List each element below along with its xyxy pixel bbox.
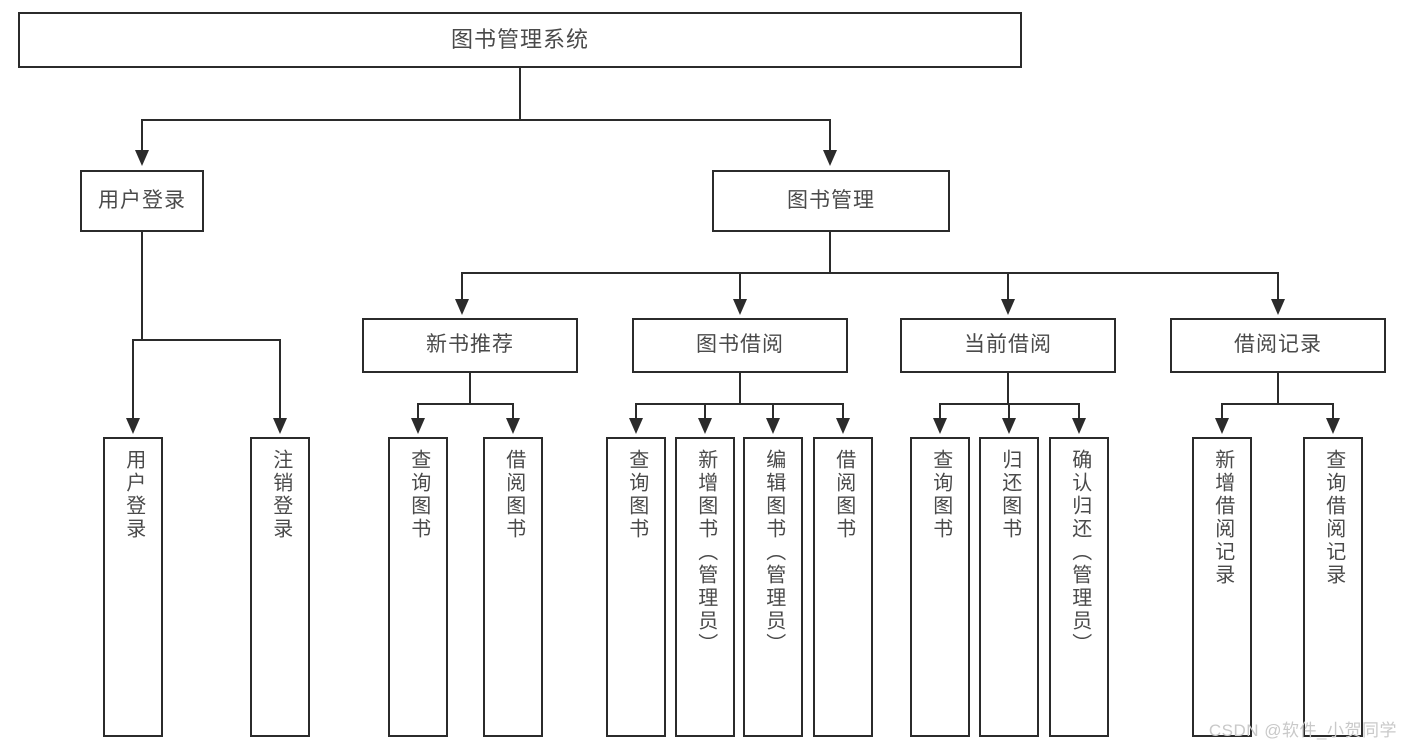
leaf-user-logout[interactable]: 注销登录 bbox=[250, 437, 310, 737]
arrowhead-new-book-leaf-1 bbox=[411, 418, 425, 434]
node-label: 查询图书 bbox=[929, 449, 952, 541]
arrowhead-user-login-leaf-2 bbox=[273, 418, 287, 434]
edge-record-to-leaf-2 bbox=[1332, 403, 1334, 419]
arrowhead-borrow-leaf-3 bbox=[766, 418, 780, 434]
edge-record-bus bbox=[1222, 403, 1334, 405]
leaf-newbook-borrow-book[interactable]: 借阅图书 bbox=[483, 437, 543, 737]
node-root-system[interactable]: 图书管理系统 bbox=[18, 12, 1022, 68]
arrowhead-current-leaf-2 bbox=[1002, 418, 1016, 434]
arrowhead-root-to-user-login bbox=[135, 150, 149, 166]
leaf-borrow-add-book-admin[interactable]: 新增图书（管理员） bbox=[675, 437, 735, 737]
edge-user-login-bus bbox=[133, 339, 281, 341]
edge-borrow-to-leaf-4 bbox=[842, 403, 844, 419]
node-label: 当前借阅 bbox=[964, 333, 1052, 357]
edge-record-to-leaf-1 bbox=[1221, 403, 1223, 419]
arrowhead-record-leaf-1 bbox=[1215, 418, 1229, 434]
node-label: 用户登录 bbox=[122, 449, 145, 541]
arrowhead-borrow-leaf-4 bbox=[836, 418, 850, 434]
node-label: 注销登录 bbox=[269, 449, 292, 541]
edge-record-stem bbox=[1277, 373, 1279, 405]
leaf-record-query-record[interactable]: 查询借阅记录 bbox=[1303, 437, 1363, 737]
arrowhead-user-login-leaf-1 bbox=[126, 418, 140, 434]
node-label: 编辑图书（管理员） bbox=[762, 449, 785, 656]
leaf-current-query-book[interactable]: 查询图书 bbox=[910, 437, 970, 737]
node-label: 借阅图书 bbox=[502, 449, 525, 541]
leaf-current-confirm-return-admin[interactable]: 确认归还（管理员） bbox=[1049, 437, 1109, 737]
node-current-borrow[interactable]: 当前借阅 bbox=[900, 318, 1116, 373]
leaf-newbook-query-book[interactable]: 查询图书 bbox=[388, 437, 448, 737]
node-label: 查询借阅记录 bbox=[1322, 449, 1345, 587]
node-label: 借阅图书 bbox=[832, 449, 855, 541]
node-label: 归还图书 bbox=[998, 449, 1021, 541]
node-new-book-recommend[interactable]: 新书推荐 bbox=[362, 318, 578, 373]
edge-book-mgmt-to-record bbox=[1277, 272, 1279, 300]
arrowhead-book-mgmt-borrow bbox=[733, 299, 747, 315]
node-book-management[interactable]: 图书管理 bbox=[712, 170, 950, 232]
node-label: 新书推荐 bbox=[426, 333, 514, 357]
edge-root-stem bbox=[519, 68, 521, 120]
arrowhead-root-to-book-mgmt bbox=[823, 150, 837, 166]
node-label: 新增借阅记录 bbox=[1211, 449, 1234, 587]
edge-borrow-to-leaf-3 bbox=[772, 403, 774, 419]
edge-user-login-stem bbox=[141, 232, 143, 340]
node-borrow-record[interactable]: 借阅记录 bbox=[1170, 318, 1386, 373]
node-label: 查询图书 bbox=[625, 449, 648, 541]
node-label: 图书借阅 bbox=[696, 333, 784, 357]
arrowhead-current-leaf-3 bbox=[1072, 418, 1086, 434]
edge-root-to-book-mgmt bbox=[829, 119, 831, 152]
edge-book-mgmt-to-current bbox=[1007, 272, 1009, 300]
arrowhead-record-leaf-2 bbox=[1326, 418, 1340, 434]
edge-current-bus bbox=[940, 403, 1080, 405]
node-label: 图书管理 bbox=[787, 188, 875, 212]
node-label: 借阅记录 bbox=[1234, 333, 1322, 357]
edge-root-to-user-login bbox=[141, 119, 143, 152]
leaf-user-login[interactable]: 用户登录 bbox=[103, 437, 163, 737]
node-label: 新增图书（管理员） bbox=[694, 449, 717, 656]
edge-new-book-to-leaf-2 bbox=[512, 403, 514, 419]
arrowhead-current-leaf-1 bbox=[933, 418, 947, 434]
edge-borrow-to-leaf-1 bbox=[635, 403, 637, 419]
edge-borrow-bus bbox=[636, 403, 844, 405]
edge-borrow-stem bbox=[739, 373, 741, 405]
arrowhead-book-mgmt-record bbox=[1271, 299, 1285, 315]
edge-current-to-leaf-3 bbox=[1078, 403, 1080, 419]
arrowhead-borrow-leaf-1 bbox=[629, 418, 643, 434]
edge-new-book-bus bbox=[418, 403, 514, 405]
leaf-borrow-borrow-book[interactable]: 借阅图书 bbox=[813, 437, 873, 737]
edge-user-login-to-leaf-1 bbox=[132, 339, 134, 419]
node-book-borrow[interactable]: 图书借阅 bbox=[632, 318, 848, 373]
arrowhead-borrow-leaf-2 bbox=[698, 418, 712, 434]
edge-borrow-to-leaf-2 bbox=[704, 403, 706, 419]
node-user-login[interactable]: 用户登录 bbox=[80, 170, 204, 232]
edge-root-bus bbox=[142, 119, 831, 121]
arrowhead-new-book-leaf-2 bbox=[506, 418, 520, 434]
leaf-borrow-edit-book-admin[interactable]: 编辑图书（管理员） bbox=[743, 437, 803, 737]
arrowhead-book-mgmt-new-book bbox=[455, 299, 469, 315]
node-label: 查询图书 bbox=[407, 449, 430, 541]
edge-current-stem bbox=[1007, 373, 1009, 405]
edge-book-mgmt-to-new-book bbox=[461, 272, 463, 300]
node-label: 确认归还（管理员） bbox=[1068, 449, 1091, 656]
leaf-borrow-query-book[interactable]: 查询图书 bbox=[606, 437, 666, 737]
edge-new-book-to-leaf-1 bbox=[417, 403, 419, 419]
edge-new-book-stem bbox=[469, 373, 471, 405]
node-label: 图书管理系统 bbox=[450, 27, 589, 53]
edge-user-login-to-leaf-2 bbox=[279, 339, 281, 419]
leaf-current-return-book[interactable]: 归还图书 bbox=[979, 437, 1039, 737]
edge-current-to-leaf-2 bbox=[1008, 403, 1010, 419]
arrowhead-book-mgmt-current bbox=[1001, 299, 1015, 315]
node-label: 用户登录 bbox=[98, 188, 186, 212]
edge-book-mgmt-to-borrow bbox=[739, 272, 741, 300]
leaf-record-add-record[interactable]: 新增借阅记录 bbox=[1192, 437, 1252, 737]
edge-book-mgmt-bus bbox=[462, 272, 1278, 274]
edge-current-to-leaf-1 bbox=[939, 403, 941, 419]
edge-book-mgmt-stem bbox=[829, 232, 831, 274]
